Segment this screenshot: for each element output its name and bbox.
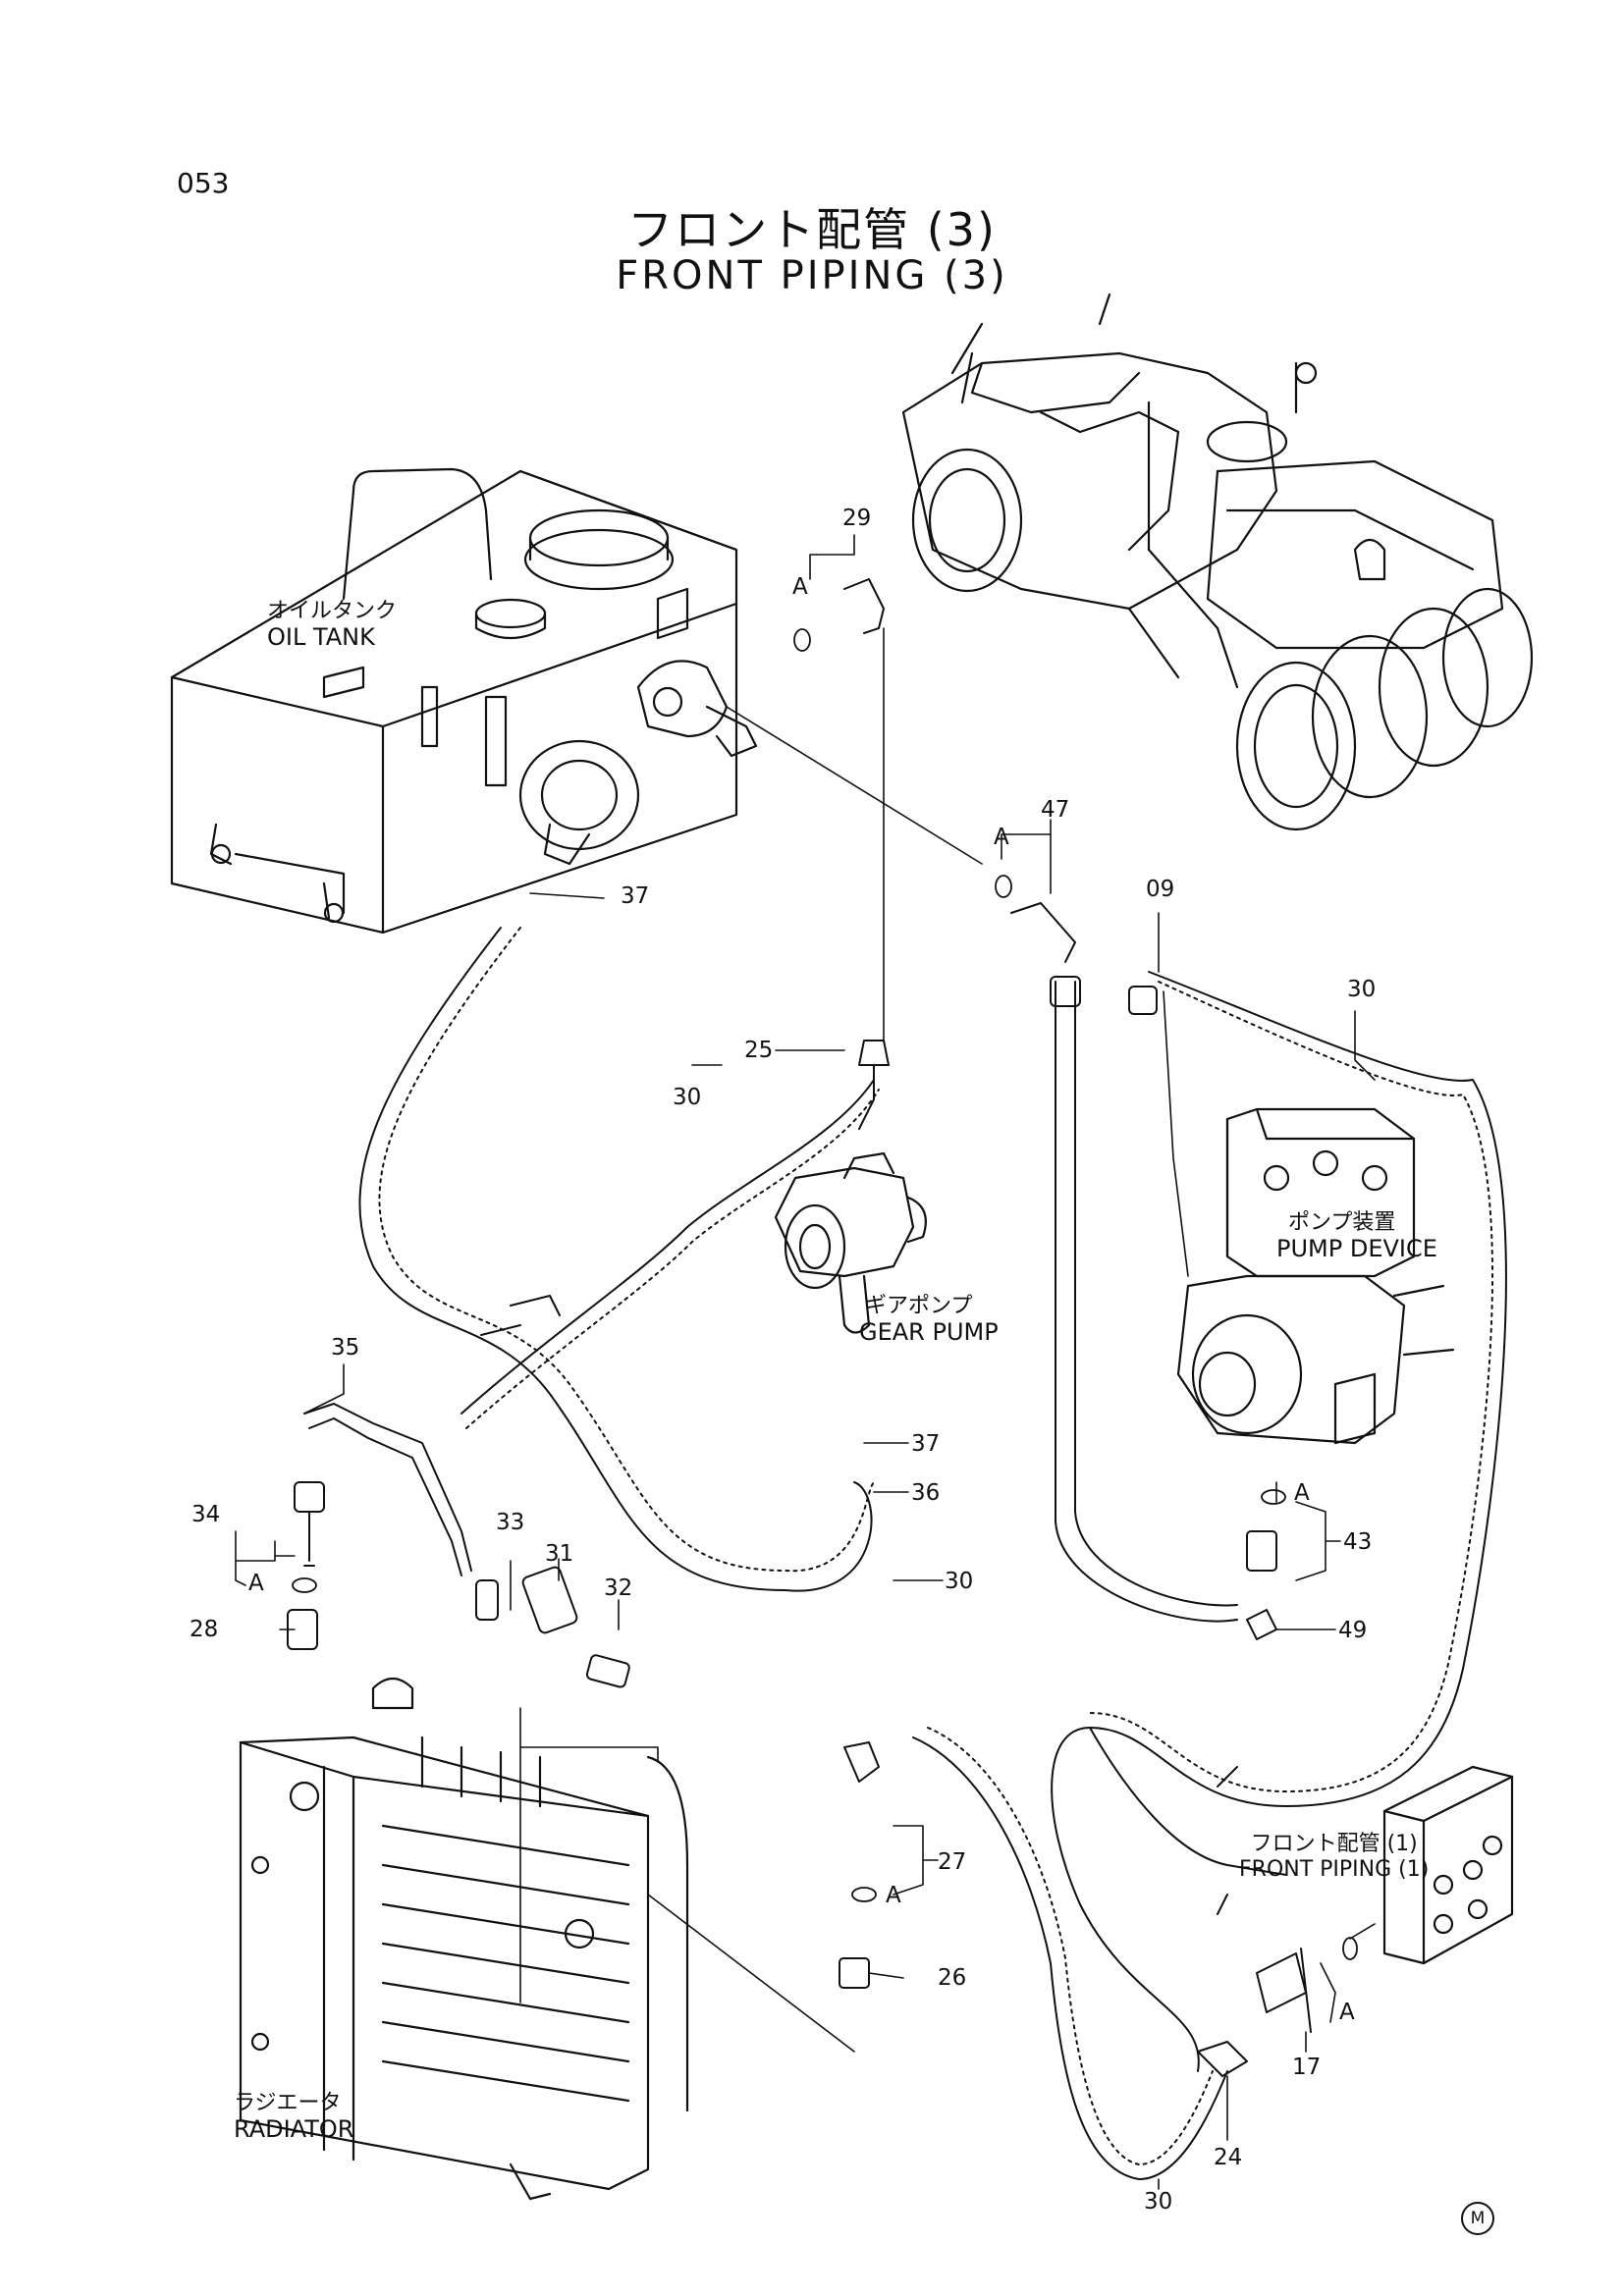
radiator-label: ラジエータ RADIATOR [234, 2091, 353, 2142]
part-callout-35: 35 [331, 1335, 360, 1361]
part-callout-49: 49 [1338, 1618, 1368, 1643]
valve-block-illustration [1382, 1765, 1514, 1965]
part-callout-47: 47 [1041, 797, 1070, 823]
part-callout-34: 34 [191, 1502, 221, 1527]
leader-lines [235, 534, 1376, 2190]
part-callout-26: 26 [938, 1965, 967, 1991]
part-callout-30: 30 [1347, 977, 1377, 1002]
gear-pump-label-jp: ギアポンプ [865, 1294, 973, 1318]
page-number: 053 [177, 167, 230, 199]
part-callout-30: 30 [1144, 2189, 1173, 2215]
part-callout-36: 36 [911, 1480, 941, 1506]
part-callout-28: 28 [189, 1617, 219, 1642]
part-callout-37: 37 [911, 1431, 941, 1457]
pump-device-label: ポンプ装置 PUMP DEVICE [1276, 1210, 1437, 1261]
pump-device-label-jp: ポンプ装置 [1288, 1210, 1396, 1235]
oil-tank-label-en: OIL TANK [267, 623, 375, 651]
part-callout-27: 27 [938, 1849, 967, 1875]
part-callout-09: 09 [1146, 877, 1175, 902]
pump-device-illustration [1176, 1107, 1455, 1445]
oil-tank-illustration [170, 467, 758, 934]
gear-pump-label-en: GEAR PUMP [859, 1318, 999, 1346]
pipes-fittings [287, 578, 1312, 2077]
part-callout-31: 31 [545, 1541, 574, 1567]
part-callout-29: 29 [842, 506, 872, 531]
radiator-label-jp: ラジエータ [234, 2091, 342, 2115]
part-callout-A: A [1339, 2000, 1355, 2025]
oil-tank-label: オイルタンク OIL TANK [267, 599, 397, 650]
front-piping-1-label-en: FRONT PIPING (1) [1239, 1857, 1430, 1882]
part-callout-24: 24 [1214, 2145, 1243, 2170]
part-callout-A: A [1294, 1480, 1310, 1506]
radiator-label-en: RADIATOR [234, 2115, 354, 2143]
part-callout-A: A [792, 574, 808, 600]
front-piping-1-label-jp: フロント配管 (1) [1250, 1832, 1418, 1856]
part-callout-37: 37 [621, 883, 650, 909]
oil-tank-label-jp: オイルタンク [267, 599, 398, 623]
page-title-en: FRONT PIPING (3) [616, 253, 1008, 298]
part-callout-17: 17 [1292, 2055, 1322, 2080]
part-callout-43: 43 [1343, 1529, 1373, 1555]
part-callout-25: 25 [744, 1038, 774, 1063]
part-callout-A: A [248, 1571, 264, 1596]
footer-mark: M [1461, 2202, 1494, 2235]
o-rings [292, 628, 1358, 1960]
part-callout-30: 30 [673, 1085, 702, 1110]
gear-pump-label: ギアポンプ GEAR PUMP [859, 1294, 999, 1345]
gear-pump-illustration [774, 1151, 927, 1334]
part-callout-A: A [994, 825, 1009, 850]
part-callout-32: 32 [604, 1575, 633, 1601]
part-callout-A: A [886, 1883, 901, 1908]
hoses [358, 927, 1507, 2180]
front-piping-1-label: フロント配管 (1) FRONT PIPING (1) [1239, 1832, 1429, 1883]
roller-machine-illustration [901, 293, 1534, 831]
pump-device-label-en: PUMP DEVICE [1276, 1235, 1437, 1262]
part-callout-33: 33 [496, 1510, 525, 1535]
page-title-jp: フロント配管 (3) [627, 203, 997, 256]
part-callout-30: 30 [945, 1569, 974, 1594]
